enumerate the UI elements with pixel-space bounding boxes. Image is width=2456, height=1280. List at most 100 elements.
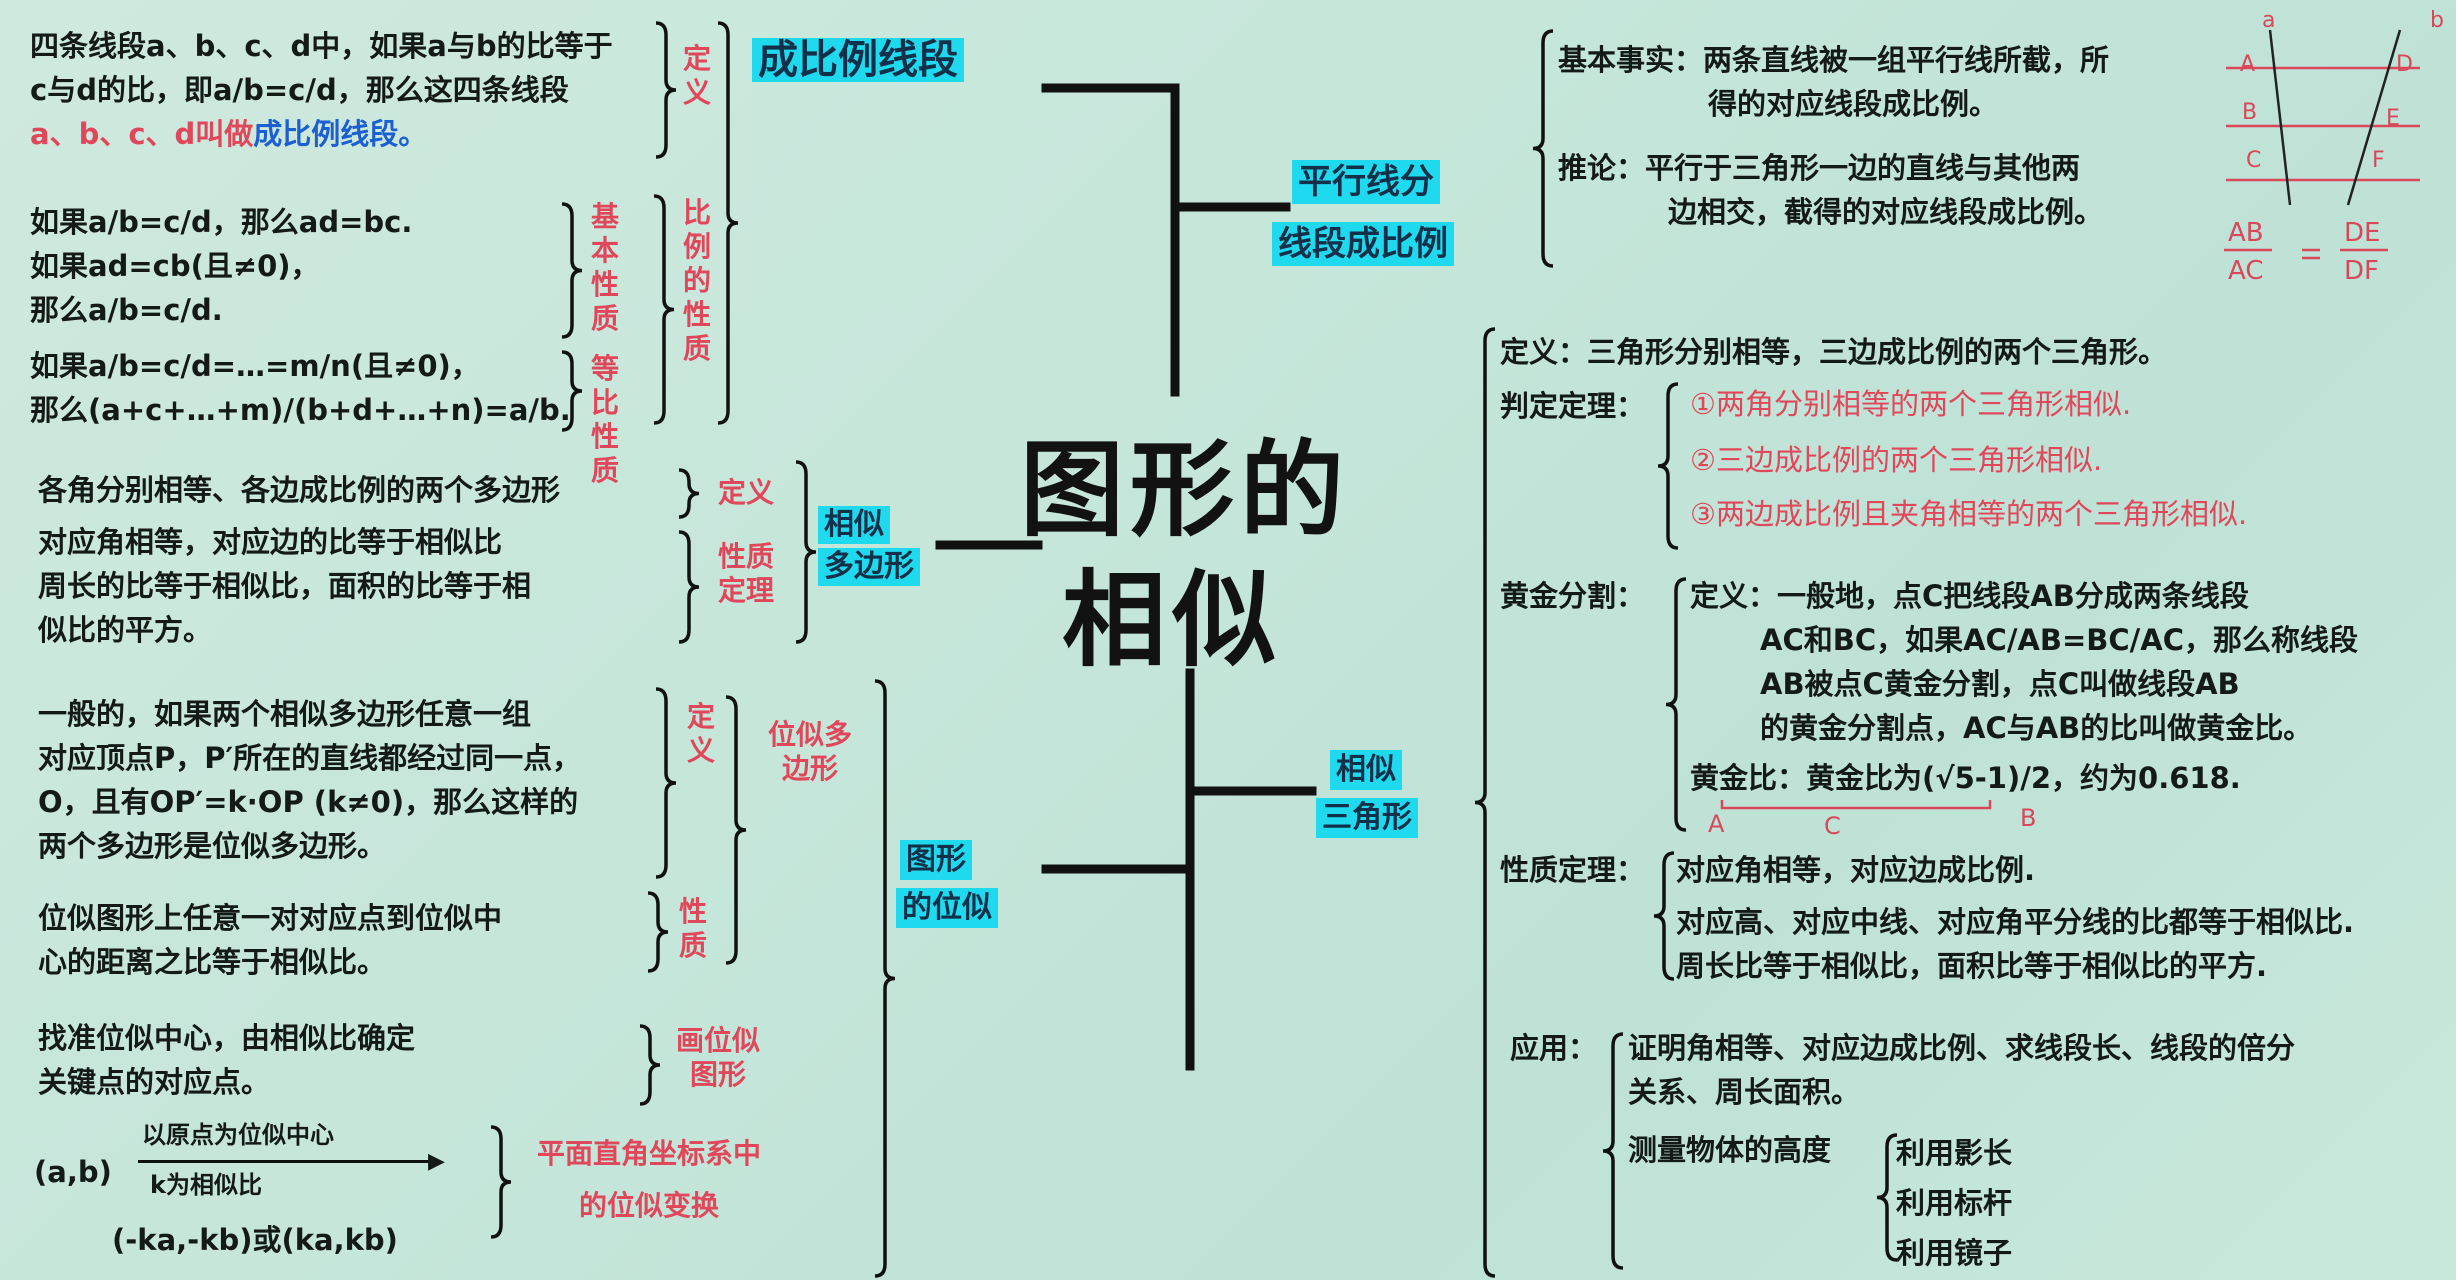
brace — [1532, 29, 1554, 268]
text-line: 边相交，截得的对应线段成比例。 — [1668, 195, 2104, 229]
text-line: AC和BC，如果AC/AB=BC/AC，那么称线段 — [1760, 623, 2358, 657]
method: 利用镜子 — [1896, 1236, 2013, 1270]
text-line: 如果a/b=c/d=…=m/n(且≠0)， — [30, 349, 480, 383]
label: AC — [2228, 256, 2264, 286]
label-homothety-drawing: 画位似图形 — [675, 1024, 760, 1091]
criteria-2: ②三边成比例的两个三角形相似. — [1690, 443, 2103, 477]
label: D — [2396, 52, 2413, 77]
brace — [1876, 1133, 1898, 1262]
arrow-icon — [138, 1160, 438, 1163]
golden-segment — [1720, 800, 1992, 810]
brace — [653, 194, 675, 425]
brace — [1665, 577, 1687, 832]
text-red: a、b、c、d叫做 — [30, 117, 254, 151]
branch-triangles-line1: 相似 — [1330, 750, 1402, 790]
method: 利用影长 — [1896, 1136, 2013, 1170]
label: A — [1708, 810, 1725, 838]
label: DF — [2344, 256, 2379, 286]
label: B — [2242, 100, 2258, 125]
text-line: 定义：一般地，点C把线段AB分成两条线段 — [1690, 579, 2249, 613]
triangle-properties: 对应角相等，对应边成比例. 对应高、对应中线、对应角平分线的比都等于相似比. 周… — [1676, 848, 2354, 988]
text-line: O，且有OP′=k·OP (k≠0)，那么这样的 — [38, 785, 579, 819]
label-homothety-definition: 定义 — [686, 700, 715, 767]
text-line: 如果ad=cb(且≠0)， — [30, 249, 320, 283]
label-ratio-properties: 比例的性质 — [682, 196, 711, 365]
text-line: 那么(a+c+…+m)/(b+d+…+n)=a/b. — [30, 393, 571, 427]
text-line: 找准位似中心，由相似比确定 — [38, 1021, 416, 1055]
text-line: 推论：平行于三角形一边的直线与其他两 — [1558, 146, 2103, 190]
label-homothety-property: 性质 — [678, 895, 707, 962]
parallel-figure — [2224, 29, 2420, 260]
brace — [655, 687, 677, 879]
label: b — [2430, 8, 2444, 33]
text-line: 证明角相等、对应边成比例、求线段长、线段的倍分 — [1628, 1031, 2296, 1065]
label: E — [2386, 106, 2400, 131]
polygon-definition: 各角分别相等、各边成比例的两个多边形 — [38, 473, 561, 507]
branch-parallel-line1: 平行线分 — [1292, 160, 1440, 204]
text-line: 位似图形上任意一对对应点到位似中 — [38, 901, 503, 935]
text-line: 两个多边形是位似多边形。 — [38, 829, 387, 863]
label-polygon-definition: 定义 — [717, 476, 774, 509]
brace — [874, 679, 896, 1278]
trunk-top — [1041, 83, 1180, 397]
center-title-line1: 图形的 — [1020, 429, 1351, 551]
branch-polygons-line2: 多边形 — [818, 548, 920, 586]
homothety-drawing: 找准位似中心，由相似比确定 关键点的对应点。 — [38, 1016, 415, 1104]
label-definition: 定义 — [682, 42, 711, 109]
label-properties: 性质定理： — [1500, 853, 1646, 887]
brace — [639, 1024, 661, 1106]
criteria-1: ①两角分别相等的两个三角形相似. — [1690, 387, 2132, 421]
brace — [490, 1125, 512, 1239]
segments-definition: 四条线段a、b、c、d中，如果a与b的比等于 c与d的比，即a/b=c/d，那么… — [30, 24, 613, 156]
text-line: 如果a/b=c/d，那么ad=bc. — [30, 205, 413, 239]
branch-polygons-line1: 相似 — [818, 506, 890, 544]
label: DE — [2344, 218, 2381, 248]
corollary-label: 推论： — [1558, 151, 1646, 185]
text-line: 基本事实：两条直线被一组平行线所截，所 — [1558, 38, 2109, 82]
brace — [795, 460, 817, 644]
text-line: 对应高、对应中线、对应角平分线的比都等于相似比. — [1676, 905, 2355, 939]
method: 利用标杆 — [1896, 1186, 2013, 1220]
text-line: 一般的，如果两个相似多边形任意一组 — [38, 697, 532, 731]
text-line: 对应角相等，对应边成比例. — [1676, 853, 2036, 887]
coordinate-arrow-bottom: k为相似比 — [150, 1171, 262, 1199]
label-golden-section: 黄金分割： — [1500, 579, 1646, 613]
parallel-corollary: 推论：平行于三角形一边的直线与其他两 边相交，截得的对应线段成比例。 — [1558, 146, 2103, 234]
label: B — [2020, 804, 2037, 832]
brace — [655, 21, 677, 159]
label: C — [2246, 148, 2262, 173]
label-equal-ratio: 等比性质 — [590, 352, 619, 487]
label-coordinate-transform: 平面直角坐标系中的位似变换 — [536, 1137, 761, 1222]
brace — [725, 695, 747, 965]
text-line: 关系、周长面积。 — [1628, 1075, 1861, 1109]
homothety-definition: 一般的，如果两个相似多边形任意一组 对应顶点P，P′所在的直线都经过同一点， O… — [38, 692, 581, 868]
brace — [678, 468, 700, 519]
brace — [717, 21, 739, 425]
basic-property: 如果a/b=c/d，那么ad=bc. 如果ad=cb(且≠0)， 那么a/b=c… — [30, 200, 412, 332]
text-line: 对应角相等，对应边的比等于相似比 — [38, 525, 503, 559]
application-text: 证明角相等、对应边成比例、求线段长、线段的倍分 关系、周长面积。 — [1628, 1026, 2295, 1114]
brace — [1657, 382, 1679, 550]
branch-homothety-line1: 图形 — [900, 840, 972, 880]
fact-label: 基本事实： — [1558, 43, 1704, 77]
text-line: 似比的平方。 — [38, 613, 213, 647]
label-polygon-theorem: 性质定理 — [717, 540, 774, 607]
text-line: 得的对应线段成比例。 — [1708, 87, 1999, 121]
text-line: 关键点的对应点。 — [38, 1065, 271, 1099]
text: 平行于三角形一边的直线与其他两 — [1645, 151, 2081, 185]
text-line: 对应顶点P，P′所在的直线都经过同一点， — [38, 741, 582, 775]
golden-ratio: 黄金比：黄金比为(√5-1)/2，约为0.618. — [1690, 761, 2241, 795]
equal-ratio-property: 如果a/b=c/d=…=m/n(且≠0)， 那么(a+c+…+m)/(b+d+…… — [30, 344, 571, 432]
text-blue: 成比例线段。 — [253, 117, 428, 151]
text: 两条直线被一组平行线所截，所 — [1703, 43, 2110, 77]
polygon-theorem: 对应角相等，对应边的比等于相似比 周长的比等于相似比，面积的比等于相 似比的平方… — [38, 520, 531, 652]
label: AB — [2228, 218, 2264, 248]
branch-parallel-line2: 线段成比例 — [1272, 222, 1454, 266]
text-line: 周长的比等于相似比，面积的比等于相 — [38, 569, 532, 603]
brace — [561, 350, 583, 432]
branch-segments: 成比例线段 — [752, 38, 964, 82]
measure-methods: 利用影长 利用标杆 利用镜子 — [1896, 1128, 2012, 1278]
arrow-head-icon: ▶ — [428, 1149, 445, 1174]
label: a — [2262, 8, 2276, 33]
